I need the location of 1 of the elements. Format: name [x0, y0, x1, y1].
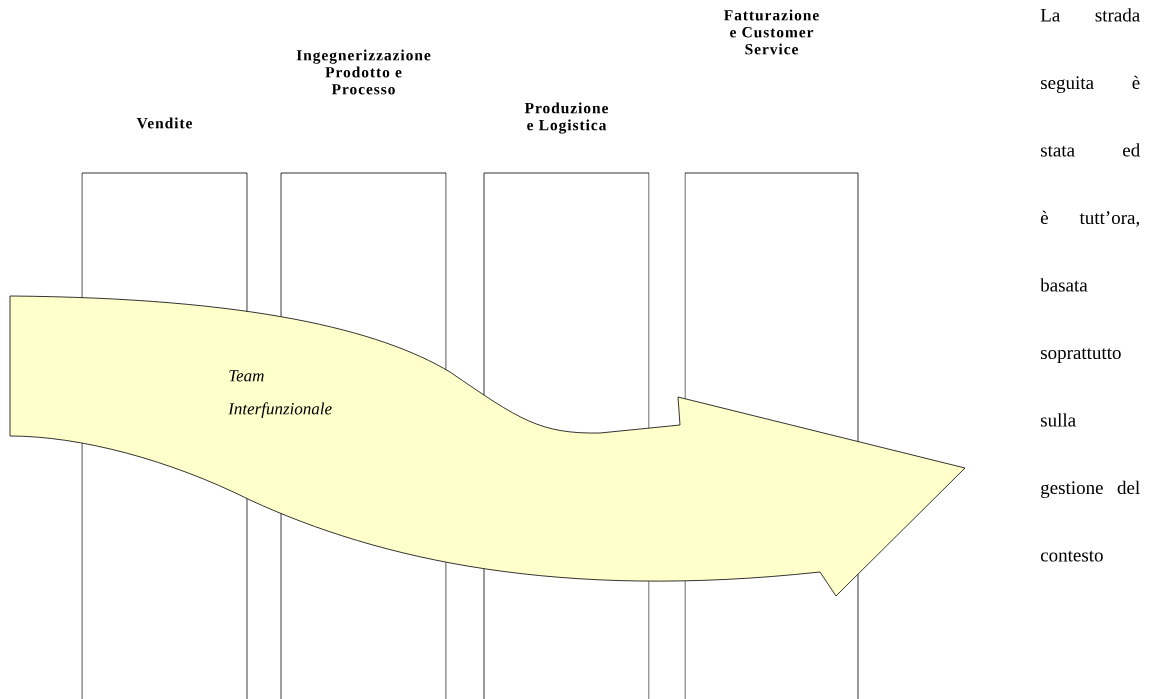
paragraph: La strada seguita è stata ed è tutt’ora, basata soprattutto sulla gestione del contesto [1040, 8, 1140, 562]
